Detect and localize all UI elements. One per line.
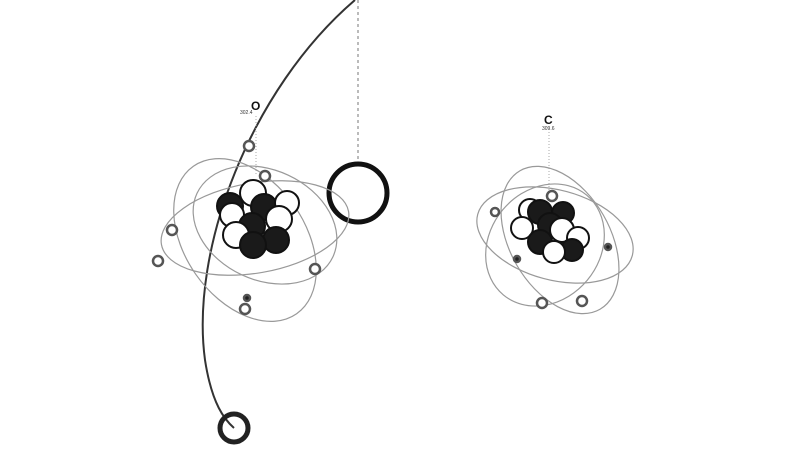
trajectory-curve — [201, 0, 356, 429]
atom-oxygen[interactable]: O 302.4 — [144, 99, 356, 348]
nucleus — [216, 179, 300, 259]
atom-symbol: O — [251, 99, 260, 113]
electrons — [151, 139, 322, 316]
electron-orbits — [476, 165, 634, 315]
atom-value: 302.4 — [240, 110, 253, 116]
launch-ring[interactable] — [217, 411, 251, 445]
atom-symbol: C — [544, 113, 553, 127]
electrons — [489, 189, 613, 310]
atom-carbon[interactable]: C 309.6 — [461, 113, 644, 334]
nucleus — [510, 198, 590, 264]
atom-value: 309.6 — [542, 126, 555, 132]
pendulum-ring[interactable] — [326, 161, 390, 225]
